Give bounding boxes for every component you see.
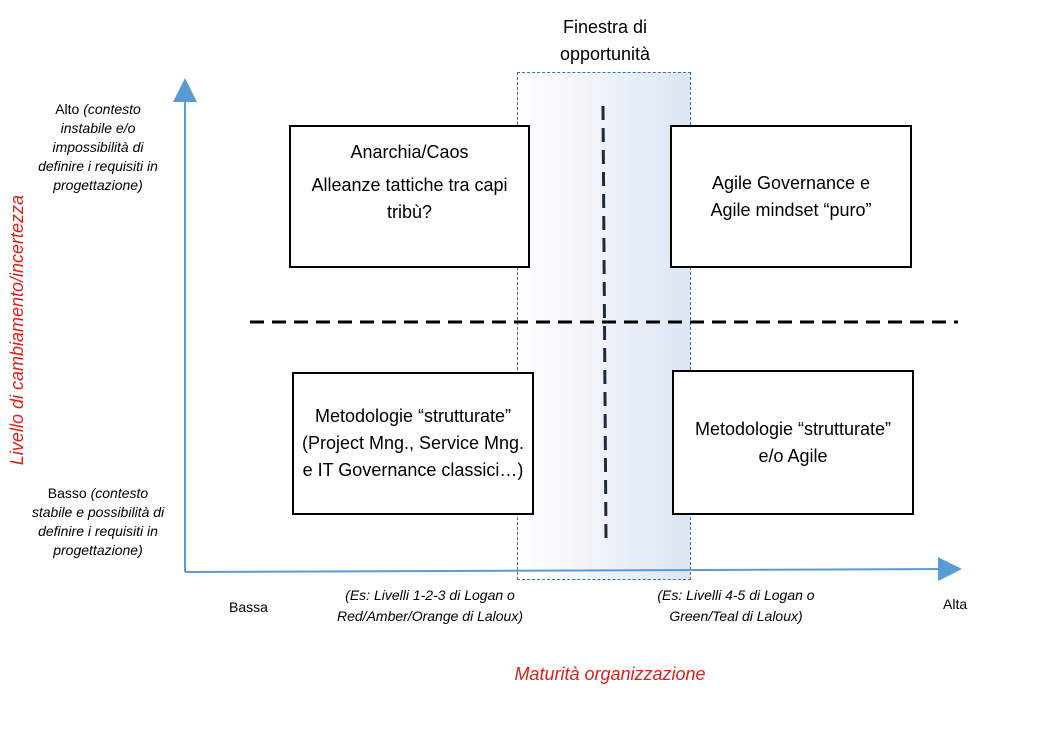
vertical-separator bbox=[601, 105, 608, 541]
x-axis-title: Maturità organizzazione bbox=[514, 664, 706, 684]
x-axis-high-note: (Es: Livelli 4-5 di Logan o Green/Teal d… bbox=[657, 587, 815, 624]
quadrant-top-right-text: Agile Governance e Agile mindset “puro” bbox=[710, 172, 872, 220]
quadrant-top-right: Agile Governance e Agile mindset “puro” bbox=[670, 125, 912, 268]
y-axis-high-italic: (contesto instabile e/o impossibilità di… bbox=[38, 101, 158, 193]
x-axis-high-label: Alta bbox=[943, 596, 968, 612]
y-axis-high-label: Alto (contesto instabile e/o impossibili… bbox=[30, 100, 166, 195]
y-axis-high-plain: Alto bbox=[55, 101, 80, 117]
quadrant-top-left-title: Anarchia/Caos bbox=[350, 142, 469, 162]
quadrant-bottom-right-text: Metodologie “strutturate” e/o Agile bbox=[694, 418, 892, 466]
quadrant-bottom-right: Metodologie “strutturate” e/o Agile bbox=[672, 370, 914, 515]
quadrant-bottom-left-text: Metodologie “strutturate” (Project Mng.,… bbox=[301, 406, 525, 480]
x-axis-line bbox=[184, 557, 962, 582]
y-axis-title-text: Livello di cambiamento/incertezza bbox=[7, 194, 27, 466]
y-axis-low-italic: (contesto stabile e possibilità di defin… bbox=[31, 485, 165, 558]
quadrant-top-left-body: Alleanze tattiche tra capi tribù? bbox=[311, 175, 508, 222]
y-axis-low-plain: Basso bbox=[47, 485, 87, 501]
y-axis-title: Livello di cambiamento/incertezza bbox=[5, 160, 29, 500]
x-axis-low-label: Bassa bbox=[229, 599, 268, 615]
quadrant-top-left: Anarchia/Caos Alleanze tattiche tra capi… bbox=[289, 125, 530, 268]
window-title: Finestra di opportunità bbox=[559, 17, 651, 64]
quadrant-bottom-left: Metodologie “strutturate” (Project Mng.,… bbox=[292, 372, 534, 515]
x-axis-low-note: (Es: Livelli 1-2-3 di Logan o Red/Amber/… bbox=[337, 587, 523, 624]
y-axis-low-label: Basso (contesto stabile e possibilità di… bbox=[30, 484, 166, 560]
